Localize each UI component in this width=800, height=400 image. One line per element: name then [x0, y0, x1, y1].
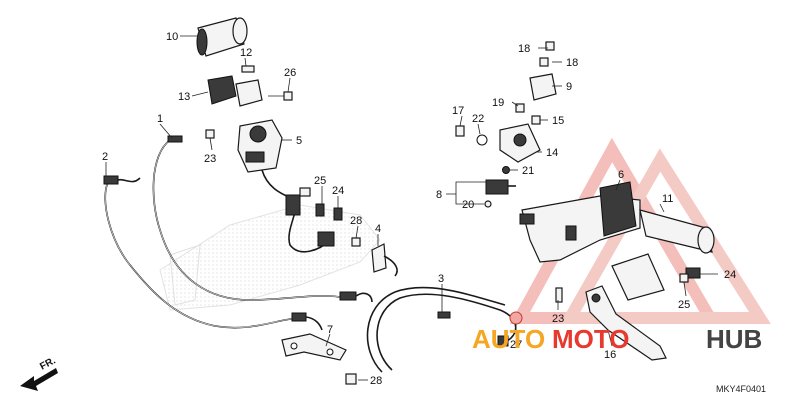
watermark-auto: AUTO	[472, 324, 545, 354]
callout-25-left: 25	[314, 175, 326, 187]
callout-12: 12	[240, 47, 252, 59]
callout-19: 19	[492, 97, 504, 109]
callout-13: 13	[178, 91, 190, 103]
throttle-cable-1	[152, 135, 373, 303]
callout-22: 22	[472, 113, 484, 125]
clamp-24-left	[333, 207, 343, 221]
watermark-hub: HUB	[706, 324, 762, 354]
nut-27	[509, 311, 523, 325]
callout-23-right: 23	[552, 313, 564, 325]
handlebar-assembly	[519, 181, 715, 263]
callout-8: 8	[436, 189, 442, 201]
callout-18-upper: 18	[518, 43, 530, 55]
bracket-4	[371, 243, 398, 277]
callout-3: 3	[438, 273, 444, 285]
callout-24-right: 24	[724, 269, 736, 281]
callout-14: 14	[546, 147, 558, 159]
throttle-grip	[196, 17, 248, 57]
callout-20: 20	[462, 199, 474, 211]
callout-28-upper: 28	[350, 215, 362, 227]
callout-16: 16	[604, 349, 616, 361]
callout-6: 6	[618, 169, 624, 181]
callout-1: 1	[157, 113, 163, 125]
clamp-24-right	[685, 267, 701, 279]
front-direction-arrow: FR.	[20, 355, 58, 391]
callout-4: 4	[375, 223, 381, 235]
callout-7: 7	[327, 324, 333, 336]
callout-27: 27	[510, 339, 522, 351]
watermark-text: AUTO MOTO HUB	[472, 324, 762, 354]
bolt-23-right	[555, 287, 563, 303]
callout-21: 21	[522, 165, 534, 177]
frame-silhouette	[159, 204, 381, 311]
watermark-moto: MOTO	[552, 324, 630, 354]
switch-harness	[261, 169, 331, 253]
holder-9	[529, 41, 557, 101]
lever-guard	[611, 253, 665, 301]
clutch-lever-16	[585, 285, 667, 361]
callout-10: 10	[166, 31, 178, 43]
frame-silhouette-lower	[169, 244, 201, 306]
diagram-code: MKY4F0401	[716, 384, 766, 394]
callout-26: 26	[284, 67, 296, 79]
clutch-switch-8	[484, 179, 516, 208]
leader-lines	[105, 35, 718, 381]
callout-23-left: 23	[204, 153, 216, 165]
lever-bracket-14	[455, 103, 541, 174]
callout-15: 15	[552, 115, 564, 127]
switch-housing	[205, 119, 283, 173]
callout-18-lower: 18	[566, 57, 578, 69]
callout-5: 5	[296, 135, 302, 147]
callout-25-right: 25	[678, 299, 690, 311]
clamp-25-right	[679, 273, 689, 283]
callout-28-lower: 28	[370, 375, 382, 387]
bolt-28-upper	[351, 237, 361, 247]
callout-24-left: 24	[332, 185, 344, 197]
callout-labels: 10 12 13 26 1 2 5 23 25 24 28 4 3 7 28 1…	[102, 31, 736, 387]
callout-2: 2	[102, 151, 108, 163]
callout-9: 9	[566, 81, 572, 93]
throttle-housing	[207, 65, 293, 107]
throttle-cable-2	[103, 175, 323, 331]
clamp-25-left	[315, 203, 325, 217]
bracket-7	[281, 333, 347, 361]
callout-11: 11	[662, 193, 673, 205]
bolt-28-lower	[345, 373, 357, 385]
callout-17: 17	[452, 105, 464, 117]
